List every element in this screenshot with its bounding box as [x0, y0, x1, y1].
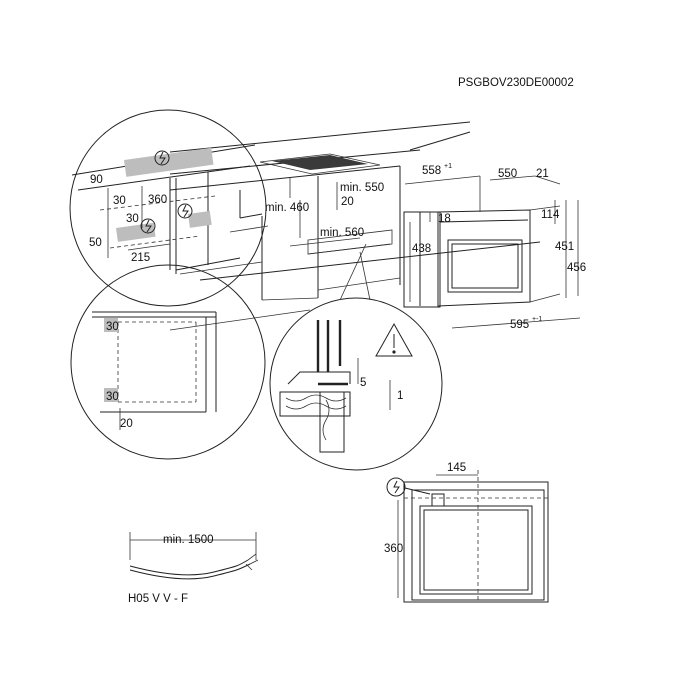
- dim-360-a: 360: [148, 194, 167, 206]
- dim-20: 20: [341, 196, 354, 208]
- dim-558-tolerance: +1: [444, 163, 452, 170]
- detail-circle-cabinet: [70, 264, 266, 460]
- dim-21: 21: [536, 168, 549, 180]
- dim-360-b: 360: [384, 543, 403, 555]
- dim-438: 438: [412, 243, 431, 255]
- dim-min-460: min. 460: [265, 202, 309, 214]
- power-cable: [129, 532, 259, 580]
- socket-position-view: [386, 470, 549, 603]
- dim-90: 90: [90, 174, 103, 186]
- dim-215: 215: [131, 252, 150, 264]
- dim-min-550: min. 550: [340, 182, 384, 194]
- dim-550: 550: [498, 168, 517, 180]
- dim-50: 50: [89, 237, 102, 249]
- dim-20-b: 20: [120, 418, 133, 430]
- cable-type-label: H05 V V - F: [128, 593, 188, 605]
- oven-dimension-view: [403, 175, 581, 329]
- dim-1: 1: [397, 390, 403, 402]
- detail-circle-socket: [69, 109, 267, 307]
- dim-595: 595: [510, 319, 529, 331]
- dim-5: 5: [360, 377, 366, 389]
- dim-595-tolerance: +-1: [532, 316, 542, 323]
- dim-30-b: 30: [126, 213, 139, 225]
- worktop-perspective: [169, 121, 541, 331]
- dim-min-560: min. 560: [320, 227, 364, 239]
- reference-code: PSGBOV230DE00002: [458, 77, 574, 89]
- detail-circle-gap: [269, 243, 443, 471]
- dim-456: 456: [567, 262, 586, 274]
- dim-114: 114: [541, 209, 560, 221]
- dim-451: 451: [555, 241, 574, 253]
- dim-145: 145: [447, 462, 466, 474]
- dim-558: 558: [422, 165, 441, 177]
- dim-30-d: 30: [106, 391, 119, 403]
- cable-min-length: min. 1500: [163, 534, 214, 546]
- dim-30-c: 30: [106, 321, 119, 333]
- dim-30-a: 30: [113, 195, 126, 207]
- dim-18: 18: [438, 213, 451, 225]
